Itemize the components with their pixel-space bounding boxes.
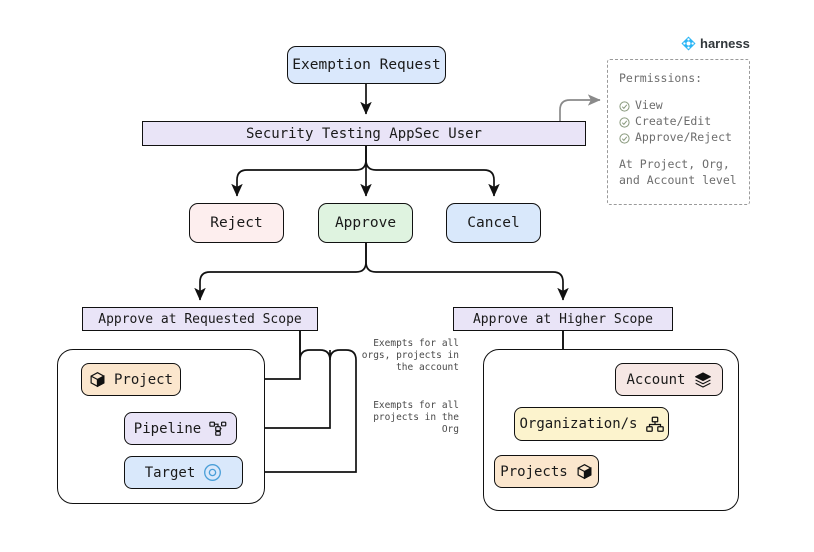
annotation-org-note: Exempts for all projects in the Org — [373, 400, 459, 435]
node-label: Pipeline — [133, 420, 202, 437]
harness-brand: harness — [681, 36, 750, 51]
check-circle-icon — [619, 116, 630, 128]
cube-icon — [576, 463, 593, 480]
permission-label: View — [635, 98, 663, 112]
node-reject[interactable]: Reject — [189, 203, 284, 243]
permission-label: Approve/Reject — [635, 130, 732, 144]
check-circle-icon — [619, 132, 630, 144]
node-label: Approve at Higher Scope — [472, 311, 653, 327]
cube-icon — [89, 371, 106, 388]
layers-icon — [694, 371, 712, 389]
node-pipeline[interactable]: Pipeline — [124, 412, 237, 445]
node-label: Security Testing AppSec User — [245, 125, 482, 142]
node-label: Organization/s — [519, 416, 638, 432]
node-label: Projects — [500, 463, 568, 480]
check-circle-icon — [619, 100, 630, 112]
annotation-account-note: Exempts for all orgs, projects in the ac… — [361, 338, 459, 373]
node-approve[interactable]: Approve — [318, 203, 413, 243]
node-cancel[interactable]: Cancel — [446, 203, 541, 243]
permissions-title: Permissions: — [619, 71, 703, 85]
brand-label: harness — [700, 36, 750, 51]
permission-label: Create/Edit — [635, 114, 712, 128]
node-exemption-request[interactable]: Exemption Request — [287, 46, 446, 84]
node-security-testing-appsec-user[interactable]: Security Testing AppSec User — [142, 121, 586, 146]
node-approve-at-requested-scope[interactable]: Approve at Requested Scope — [82, 307, 318, 331]
permission-item-approve-reject: Approve/Reject — [619, 129, 738, 145]
node-project[interactable]: Project — [81, 363, 181, 396]
node-label: Approve — [334, 215, 397, 231]
harness-diamond-icon — [681, 36, 696, 51]
node-projects[interactable]: Projects — [494, 455, 599, 488]
node-label: Cancel — [467, 215, 520, 231]
target-icon — [203, 463, 222, 482]
node-label: Reject — [210, 215, 263, 231]
node-approve-at-higher-scope[interactable]: Approve at Higher Scope — [453, 307, 673, 331]
node-label: Approve at Requested Scope — [98, 311, 302, 327]
node-label: Exemption Request — [292, 57, 441, 73]
node-label: Target — [144, 464, 196, 481]
node-organizations[interactable]: Organization/s — [514, 407, 669, 441]
node-label: Account — [626, 371, 686, 388]
node-label: Project — [113, 371, 173, 388]
permission-item-create-edit: Create/Edit — [619, 113, 738, 129]
permissions-box: Permissions: View Create/Edit — [607, 59, 750, 205]
permission-item-view: View — [619, 97, 738, 113]
org-chart-icon — [645, 416, 664, 433]
permissions-footer: At Project, Org, and Account level — [619, 157, 737, 187]
node-target[interactable]: Target — [124, 456, 243, 489]
node-account[interactable]: Account — [615, 363, 723, 396]
pipeline-icon — [209, 421, 227, 436]
